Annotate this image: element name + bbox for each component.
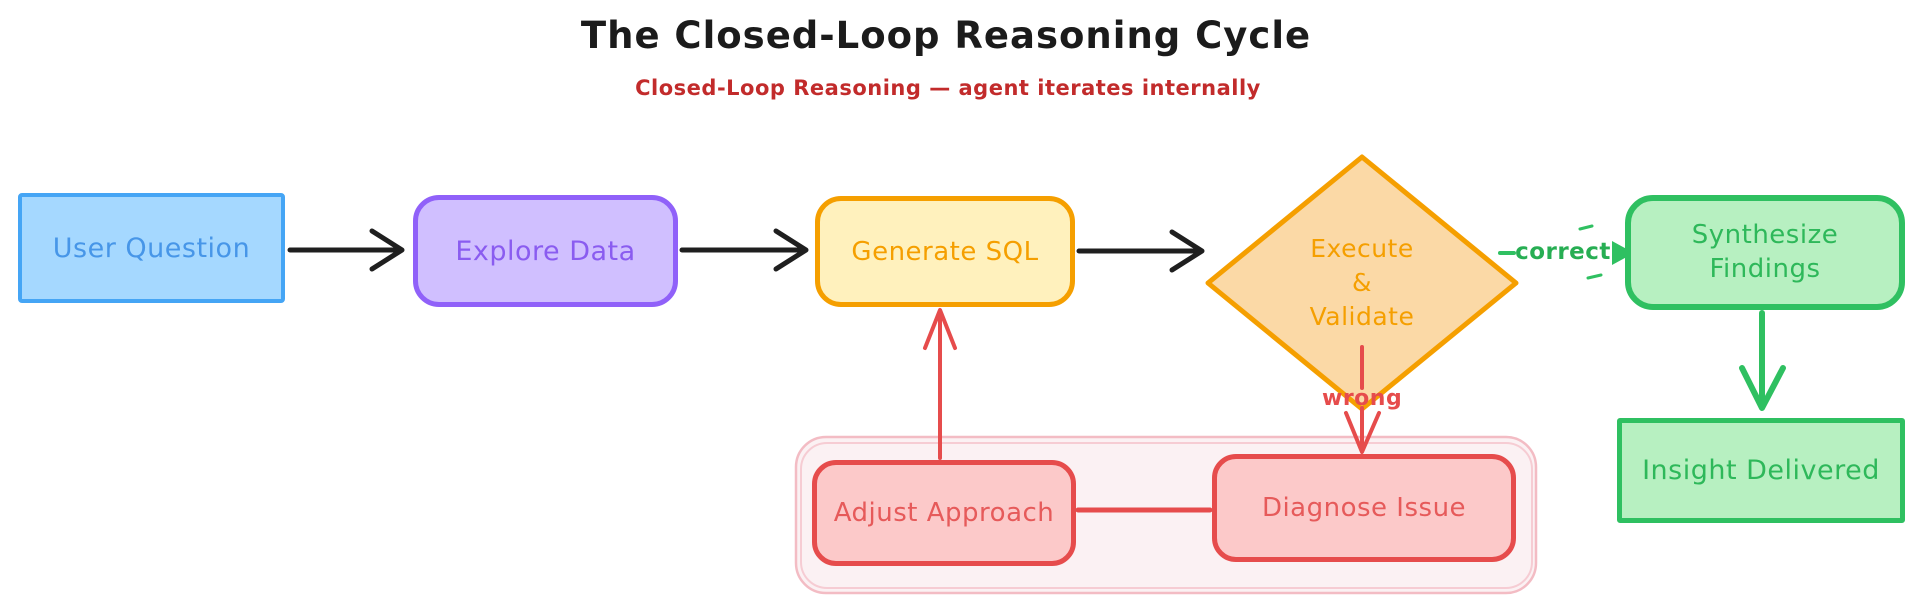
node-execute-validate-label: Execute & Validate <box>1309 234 1415 331</box>
arrow-explore-to-sql <box>679 228 809 272</box>
arrow-synthesize-to-insight <box>1739 310 1786 411</box>
node-generate-sql: Generate SQL <box>815 196 1075 307</box>
arrow-user-to-explore <box>287 228 405 272</box>
arrow-sql-to-validate <box>1076 229 1205 273</box>
node-user-question: User Question <box>18 193 285 303</box>
edge-label-correct: correct <box>1515 239 1611 265</box>
node-explore-data: Explore Data <box>413 195 678 307</box>
page-subtitle: Closed-Loop Reasoning — agent iterates i… <box>635 76 1261 100</box>
edge-label-wrong: wrong <box>1322 386 1403 411</box>
node-adjust-approach: Adjust Approach <box>812 460 1076 566</box>
arrow-validate-to-synthesize <box>1498 224 1634 280</box>
arrow-adjust-to-sql <box>923 308 957 460</box>
page-title: The Closed-Loop Reasoning Cycle <box>580 14 1312 57</box>
arrow-validate-to-diagnose <box>1344 345 1381 454</box>
node-diagnose-issue: Diagnose Issue <box>1212 454 1516 562</box>
node-synthesize-findings: Synthesize Findings <box>1625 195 1905 310</box>
node-insight-delivered: Insight Delivered <box>1617 418 1905 523</box>
